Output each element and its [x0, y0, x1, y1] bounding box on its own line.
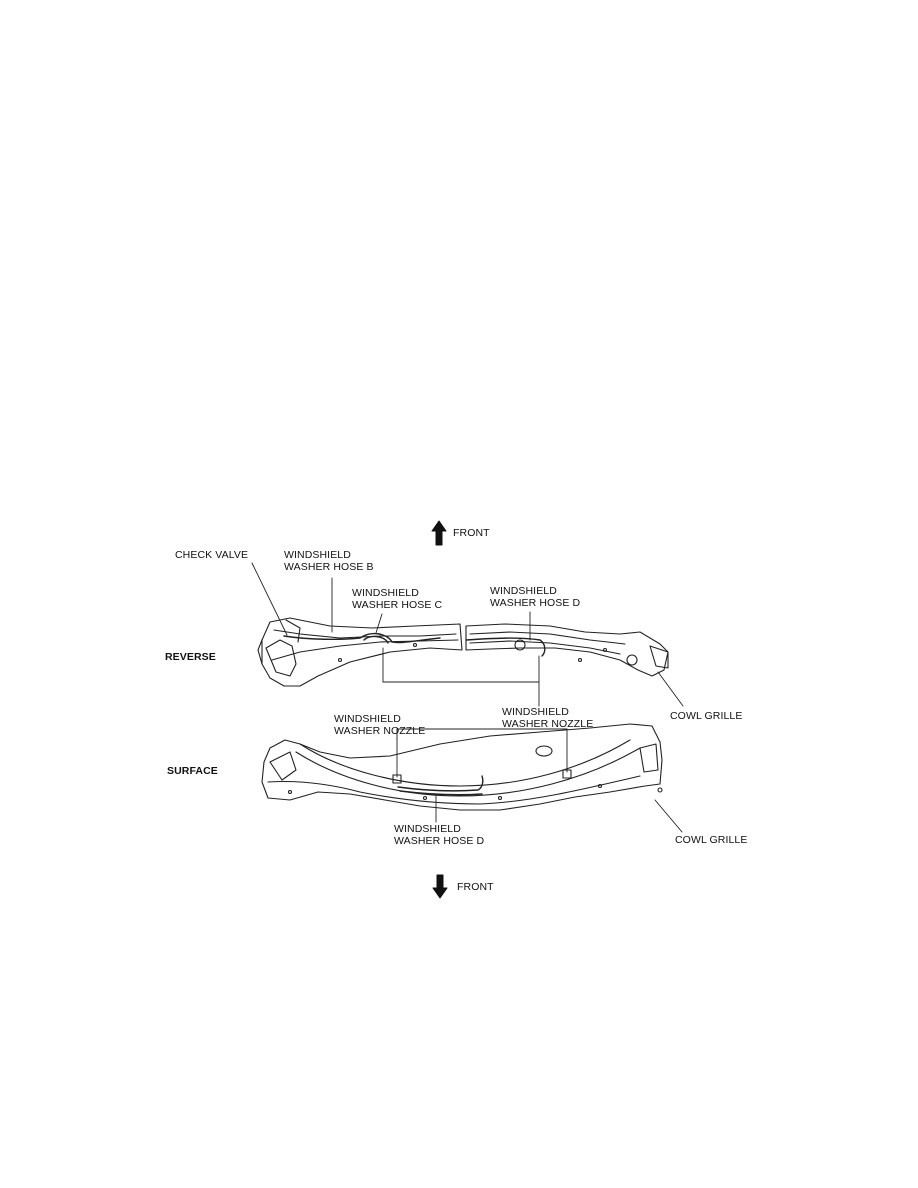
callout-hose-b-line2: WASHER HOSE B: [284, 561, 374, 573]
callout-nozzle-surface-line2: WASHER NOZZLE: [334, 725, 426, 737]
callout-hose-c-line1: WINDSHIELD: [352, 587, 419, 599]
callout-nozzle-surface-line1: WINDSHIELD: [334, 713, 401, 725]
view-label-surface: SURFACE: [167, 765, 218, 777]
callout-hose-c-line2: WASHER HOSE C: [352, 599, 443, 611]
callout-hose-b-line1: WINDSHIELD: [284, 549, 351, 561]
callout-hose-d-surface-line1: WINDSHIELD: [394, 823, 461, 835]
front-label-bottom: FRONT: [457, 881, 494, 893]
callout-nozzle-reverse-line1: WINDSHIELD: [502, 706, 569, 718]
view-label-reverse: REVERSE: [165, 651, 216, 663]
callout-cowl-grille-reverse: COWL GRILLE: [670, 710, 743, 722]
callout-check-valve: CHECK VALVE: [175, 549, 249, 561]
front-label-top: FRONT: [453, 527, 490, 539]
callout-cowl-grille-surface: COWL GRILLE: [675, 834, 748, 846]
callout-hose-b: WINDSHIELD WASHER HOSE B: [284, 549, 374, 573]
surface-leader-lines: [396, 728, 683, 833]
arrow-down-icon: [432, 874, 448, 899]
callout-nozzle-reverse-line2: WASHER NOZZLE: [502, 718, 594, 730]
cowl-grille-reverse: [257, 617, 669, 687]
callout-hose-d-surface: WINDSHIELD WASHER HOSE D: [394, 823, 484, 847]
callout-hose-d-reverse-line2: WASHER HOSE D: [490, 597, 581, 609]
callout-hose-d-reverse-line1: WINDSHIELD: [490, 585, 557, 597]
callout-nozzle-reverse: WINDSHIELD WASHER NOZZLE: [502, 706, 593, 730]
callout-hose-d-reverse: WINDSHIELD WASHER HOSE D: [490, 585, 580, 609]
cowl-grille-surface: [261, 723, 663, 811]
callout-hose-c: WINDSHIELD WASHER HOSE C: [352, 587, 442, 611]
arrow-up-icon: [431, 520, 447, 546]
reverse-leader-lines: [251, 562, 684, 707]
callout-nozzle-surface: WINDSHIELD WASHER NOZZLE: [334, 713, 425, 737]
callout-hose-d-surface-line2: WASHER HOSE D: [394, 835, 485, 847]
